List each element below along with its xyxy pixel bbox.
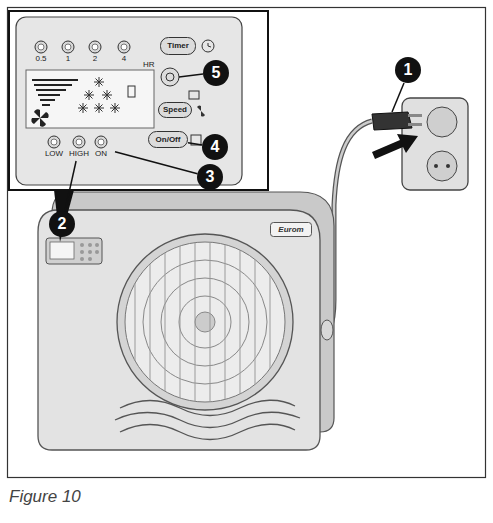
fan-grill-ring	[125, 242, 285, 402]
indicator-circle	[35, 41, 47, 53]
indicator-center	[98, 139, 104, 145]
indicator-light: HIGH	[65, 135, 93, 161]
mode-icon	[189, 91, 199, 99]
callout-disc	[49, 211, 75, 237]
indicator-circle	[95, 136, 107, 148]
indicator-circle	[48, 136, 60, 148]
indicator-label: LOW	[34, 149, 74, 158]
indicator-center	[92, 44, 98, 50]
callout-disc	[395, 57, 421, 83]
side-knob	[321, 320, 333, 340]
leader-line	[65, 161, 76, 211]
fan-grill	[117, 234, 293, 410]
indicator-center	[76, 139, 82, 145]
leader-line	[188, 143, 202, 145]
control-panel	[16, 17, 242, 185]
indicator-light: 4	[110, 40, 138, 66]
indicator-light: 2	[81, 40, 109, 66]
vent-waves	[115, 400, 300, 439]
power-plug	[372, 112, 412, 130]
fan-grill-rings	[143, 260, 267, 384]
button-label: Timer	[158, 37, 198, 55]
button-label: On/Off	[146, 131, 190, 148]
indicator-light: ON	[87, 135, 115, 161]
callout-disc	[202, 134, 228, 160]
indicator-light: 1	[54, 40, 82, 66]
heater-front	[38, 210, 320, 450]
indicator-label: 1	[48, 54, 88, 63]
indicator-circle	[73, 136, 85, 148]
indicator-center	[121, 44, 127, 50]
callout-number: 5	[203, 60, 229, 86]
indicator-label: HIGH	[59, 149, 99, 158]
level-bars	[32, 80, 78, 105]
plug-pin	[408, 114, 422, 117]
figure-frame	[8, 8, 486, 478]
indicator-label: 4	[104, 54, 144, 63]
unit-label: HR	[143, 60, 155, 69]
figure-caption: Figure 10	[9, 487, 81, 507]
button-label: Speed	[156, 102, 194, 118]
socket-holes	[434, 164, 450, 168]
callout-circle: 2	[49, 211, 75, 237]
callout-number: 1	[395, 57, 421, 83]
callout-disc	[197, 164, 223, 190]
speed-icon	[197, 106, 205, 117]
brand-badge: Eurom	[270, 222, 312, 237]
callout-number: 3	[197, 164, 223, 190]
heater-panel	[46, 238, 102, 264]
control-button: Speed	[158, 102, 192, 118]
heater-panel-buttons	[80, 243, 99, 261]
snowflake-icons	[78, 77, 120, 113]
indicator-center	[51, 139, 57, 145]
brand-logo: Eurom	[270, 222, 312, 237]
callout-number: 2	[49, 211, 75, 237]
indicator-center	[65, 44, 71, 50]
callout-circle: 5	[203, 60, 229, 86]
control-button: Timer	[160, 37, 196, 55]
indicator-label: 2	[75, 54, 115, 63]
indicator-label: 0.5	[21, 54, 61, 63]
socket-outlet	[427, 107, 457, 137]
insert-arrow	[372, 134, 418, 159]
water-icon	[128, 86, 135, 97]
badge-outline	[271, 223, 312, 237]
inset-frame	[9, 11, 268, 190]
fan-icon	[31, 109, 48, 126]
callout-disc	[203, 60, 229, 86]
leader-line	[179, 74, 203, 77]
socket-outlet	[427, 151, 457, 181]
mode-button-icon	[166, 73, 174, 81]
indicator-circle	[118, 41, 130, 53]
indicator-label: ON	[81, 149, 121, 158]
power-icon	[191, 135, 201, 145]
indicator-circle	[89, 41, 101, 53]
callout-circle: 4	[202, 134, 228, 160]
callout-circle: 1	[395, 57, 421, 83]
callout-circle: 3	[197, 164, 223, 190]
fan-grill-bars	[135, 240, 270, 410]
timer-icon-hands	[208, 43, 211, 47]
heater-panel-display	[50, 242, 74, 259]
plug-pin	[408, 123, 422, 126]
indicator-light: 0.5	[27, 40, 55, 66]
callout-number: 4	[202, 134, 228, 160]
indicator-center	[38, 44, 44, 50]
indicator-light: LOW	[40, 135, 68, 161]
mode-button	[161, 68, 179, 86]
lcd-display	[26, 70, 154, 128]
indicator-circle	[62, 41, 74, 53]
leader-line	[115, 152, 197, 174]
control-button: On/Off	[148, 131, 188, 148]
timer-icon	[202, 40, 214, 52]
